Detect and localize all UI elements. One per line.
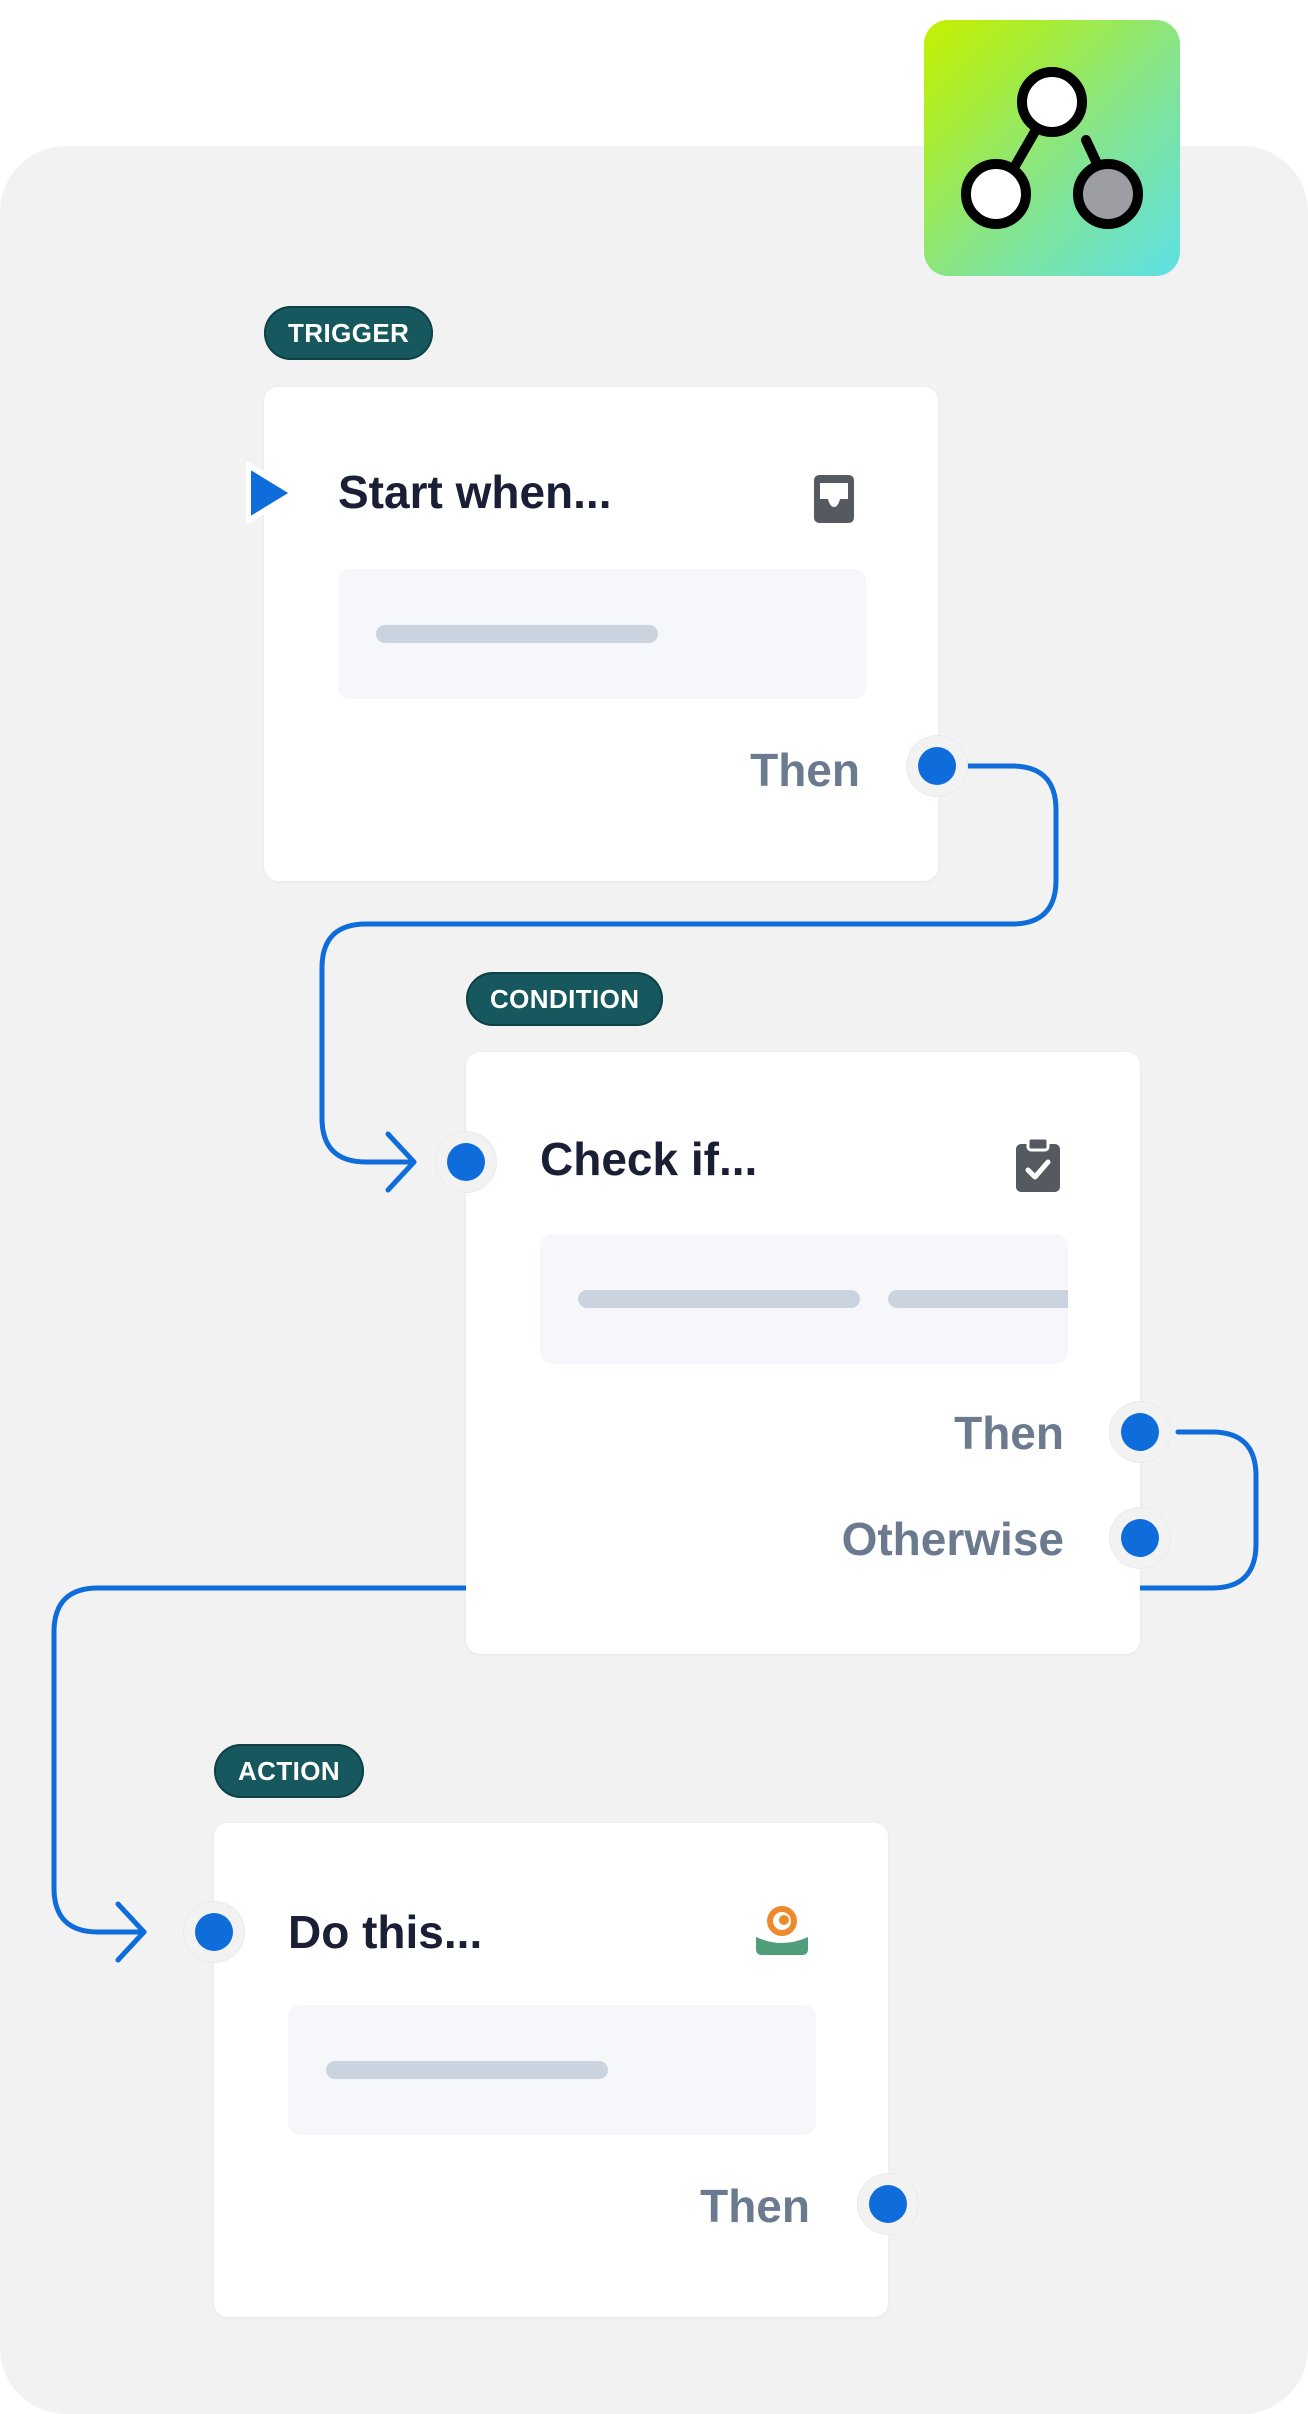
placeholder-bar — [888, 1290, 1068, 1308]
trigger-output-then-label: Then — [750, 744, 860, 796]
connector-trigger-to-condition — [319, 763, 1059, 1165]
clipboard-check-icon — [1016, 1136, 1060, 1192]
trigger-card[interactable]: Start when... Then — [246, 387, 938, 881]
placeholder-bar — [578, 1290, 860, 1308]
condition-output-then-port[interactable] — [1110, 1402, 1170, 1462]
condition-card[interactable]: Check if... Then Otherwise — [466, 1052, 1140, 1654]
trigger-output-then-port[interactable] — [907, 736, 967, 796]
trigger-pill: TRIGGER — [264, 306, 434, 360]
condition-config-field[interactable] — [540, 1234, 1068, 1364]
arrowhead-action-input — [115, 1901, 147, 1963]
trigger-config-field[interactable] — [338, 569, 866, 699]
action-output-then-label: Then — [700, 2180, 810, 2232]
action-pill: ACTION — [214, 1744, 365, 1798]
action-config-field[interactable] — [288, 2005, 816, 2135]
play-trigger-icon — [246, 462, 297, 524]
condition-output-otherwise-port[interactable] — [1110, 1508, 1170, 1568]
condition-output-then-label: Then — [954, 1407, 1064, 1459]
inbox-tray-icon — [814, 475, 854, 523]
connector-condition-to-action — [51, 1585, 469, 1935]
placeholder-bar — [326, 2061, 608, 2079]
arrowhead-condition-input — [385, 1131, 417, 1193]
action-card[interactable]: Do this... Then — [214, 1823, 888, 2317]
trigger-title: Start when... — [338, 466, 612, 518]
app-logo-tile — [924, 20, 1180, 276]
action-title: Do this... — [288, 1906, 483, 1958]
condition-input-port[interactable] — [436, 1132, 496, 1192]
app-logo-icon — [752, 1899, 812, 1959]
node-graph-logo-icon — [961, 67, 1143, 229]
condition-pill: CONDITION — [466, 972, 664, 1026]
placeholder-bar — [376, 625, 658, 643]
action-input-port[interactable] — [184, 1902, 244, 1962]
action-output-then-port[interactable] — [858, 2174, 918, 2234]
condition-output-otherwise-label: Otherwise — [841, 1513, 1064, 1565]
condition-title: Check if... — [540, 1133, 758, 1185]
connector-condition-then-loop — [1137, 1429, 1259, 1591]
